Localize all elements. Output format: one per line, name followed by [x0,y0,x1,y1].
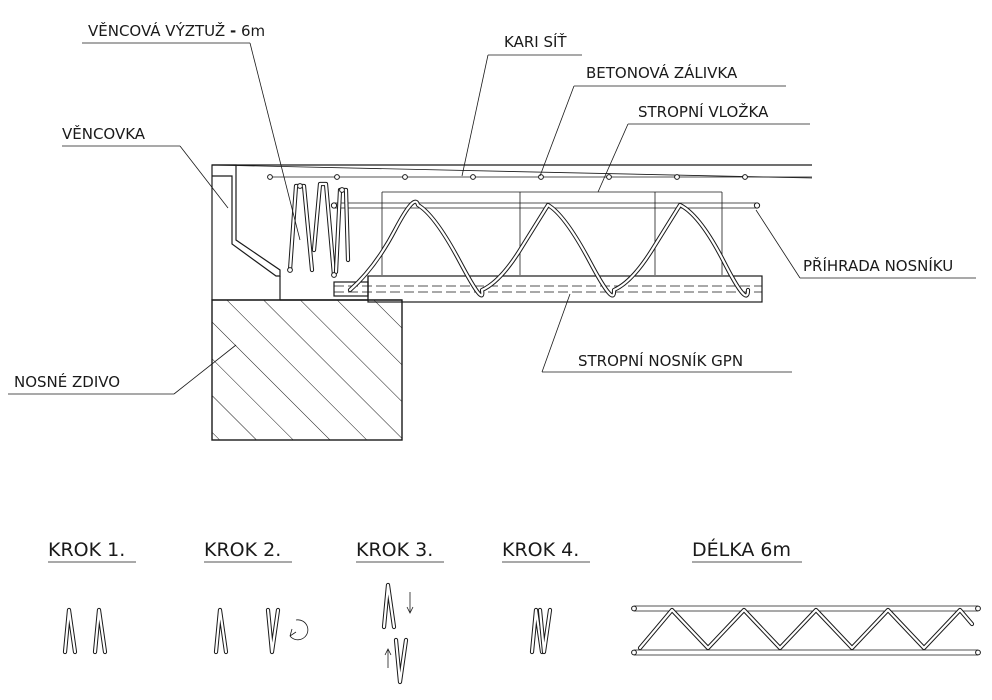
lattice-wave [347,199,751,298]
step-4-figure [532,610,550,652]
label-ring-reinforcement: VĚNCOVÁ VÝZTUŽ - 6m [88,21,265,40]
step-1-figure [65,610,105,652]
step-2-figure [216,610,309,652]
step-3-title: KROK 3. [356,539,433,561]
length-lattice-figure [631,605,981,656]
leader-lines [8,42,976,395]
step-1-title: KROK 1. [48,539,125,561]
ring-beam-reinforcement [287,181,351,278]
ring-beam-block [212,164,281,277]
label-ceiling-insert: STROPNÍ VLOŽKA [638,102,769,121]
ceiling-beam-gpn [333,275,763,303]
step-3-figure [384,585,414,682]
kari-mesh [267,174,812,180]
masonry-wall [211,299,403,441]
step-headings: KROK 1. KROK 2. KROK 3. KROK 4. DÉLKA 6m [48,538,802,563]
length-title: DÉLKA 6m [692,538,791,561]
step-2-title: KROK 2. [204,539,281,561]
ceiling-inserts [381,191,723,275]
label-ring-beam-block: VĚNCOVKA [62,124,146,143]
label-masonry: NOSNÉ ZDIVO [14,372,120,391]
label-ceiling-beam: STROPNÍ NOSNÍK GPN [578,351,743,370]
label-beam-lattice: PŘÍHRADA NOSNÍKU [803,256,953,275]
label-kari-mesh: KARI SÍŤ [504,32,567,51]
label-concrete-pour: BETONOVÁ ZÁLIVKA [586,63,738,82]
step-4-title: KROK 4. [502,539,579,561]
rotate-arrow-icon [289,619,309,641]
